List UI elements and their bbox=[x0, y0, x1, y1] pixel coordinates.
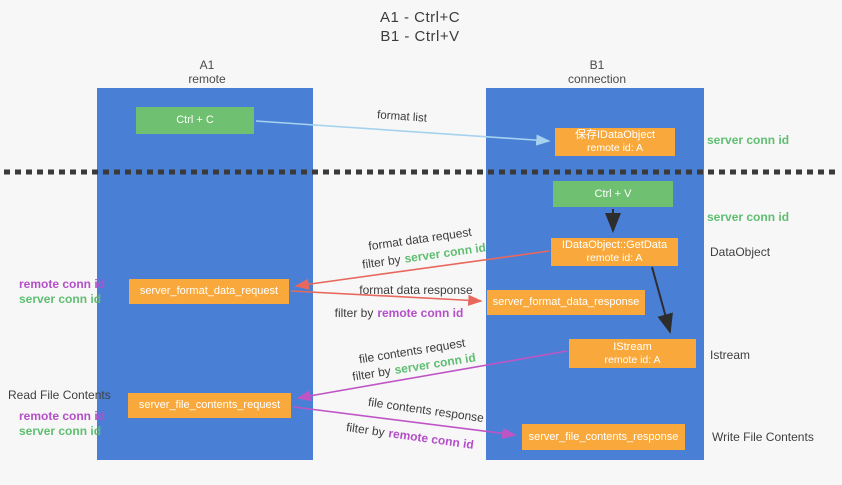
format-list-annotation: format list bbox=[376, 109, 428, 125]
node-save-dataobject-line1: 保存IDataObject bbox=[574, 129, 656, 141]
lane-b1-sublabel: connection bbox=[567, 72, 627, 86]
lane-a1-label: A1 bbox=[199, 58, 215, 72]
node-server-file-contents-response-label: server_file_contents_response bbox=[528, 430, 679, 443]
diagram-title: A1 - Ctrl+C B1 - Ctrl+V bbox=[300, 8, 540, 46]
diagram-title-line2: B1 - Ctrl+V bbox=[380, 28, 460, 45]
node-server-file-contents-request: server_file_contents_request bbox=[128, 393, 291, 418]
istream-side-label: Istream bbox=[710, 348, 751, 362]
node-idataobject-getdata-line1: IDataObject::GetData bbox=[561, 239, 668, 251]
node-istream-line1: IStream bbox=[613, 340, 652, 353]
lane-header-b1: B1 connection bbox=[537, 58, 657, 86]
filter-by-text: filter by bbox=[345, 420, 386, 440]
server-conn-id-label-top: server conn id bbox=[707, 133, 790, 147]
filter-by-text: filter by bbox=[361, 252, 402, 272]
node-save-dataobject-line2: remote id: A bbox=[586, 142, 644, 154]
node-ctrl-v-label: Ctrl + V bbox=[594, 187, 632, 200]
node-server-format-data-response: server_format_data_response bbox=[487, 290, 645, 315]
node-idataobject-getdata: IDataObject::GetData remote id: A bbox=[551, 238, 678, 266]
remote-conn-id-label: remote conn id bbox=[19, 409, 106, 423]
node-server-format-data-request-label: server_format_data_request bbox=[139, 285, 279, 297]
server-conn-id-label-mid: server conn id bbox=[707, 210, 790, 224]
node-server-format-data-response-label: server_format_data_response bbox=[492, 296, 640, 308]
node-idataobject-getdata-line2: remote id: A bbox=[586, 252, 643, 264]
format-data-response-annotation: format data response bbox=[359, 283, 473, 297]
node-ctrl-c-label: Ctrl + C bbox=[176, 114, 214, 126]
server-conn-id-label: server conn id bbox=[19, 424, 102, 438]
conn-id-pair-bottom: remote conn id server conn id bbox=[19, 409, 105, 439]
server-conn-id-label: server conn id bbox=[19, 292, 102, 306]
node-server-file-contents-request-label: server_file_contents_request bbox=[138, 399, 281, 411]
write-file-contents-label: Write File Contents bbox=[712, 430, 814, 444]
lane-b1-label: B1 bbox=[589, 58, 605, 72]
filter-by-text: filter by bbox=[351, 363, 392, 384]
remote-conn-id-text: remote conn id bbox=[377, 306, 464, 320]
node-ctrl-v: Ctrl + V bbox=[553, 181, 673, 207]
filter-by-text: filter by bbox=[334, 306, 374, 320]
lane-a1-sublabel: remote bbox=[188, 72, 226, 86]
dataobject-side-label: DataObject bbox=[710, 245, 771, 259]
read-file-contents-label: Read File Contents bbox=[8, 388, 111, 402]
node-ctrl-c: Ctrl + C bbox=[136, 107, 254, 134]
node-server-file-contents-response: server_file_contents_response bbox=[522, 424, 685, 450]
node-istream: IStream remote id: A bbox=[569, 339, 696, 368]
file-contents-response-annotation: file contents response bbox=[367, 394, 485, 426]
remote-conn-id-label: remote conn id bbox=[19, 277, 106, 291]
node-server-format-data-request: server_format_data_request bbox=[129, 279, 289, 304]
conn-id-pair-top: remote conn id server conn id bbox=[19, 277, 105, 307]
remote-conn-id-text: remote conn id bbox=[387, 426, 475, 452]
node-istream-line2: remote id: A bbox=[604, 353, 661, 366]
diagram-title-line1: A1 - Ctrl+C bbox=[379, 9, 461, 26]
lane-header-a1: A1 remote bbox=[147, 58, 267, 86]
node-save-dataobject: 保存IDataObject remote id: A bbox=[555, 128, 675, 156]
